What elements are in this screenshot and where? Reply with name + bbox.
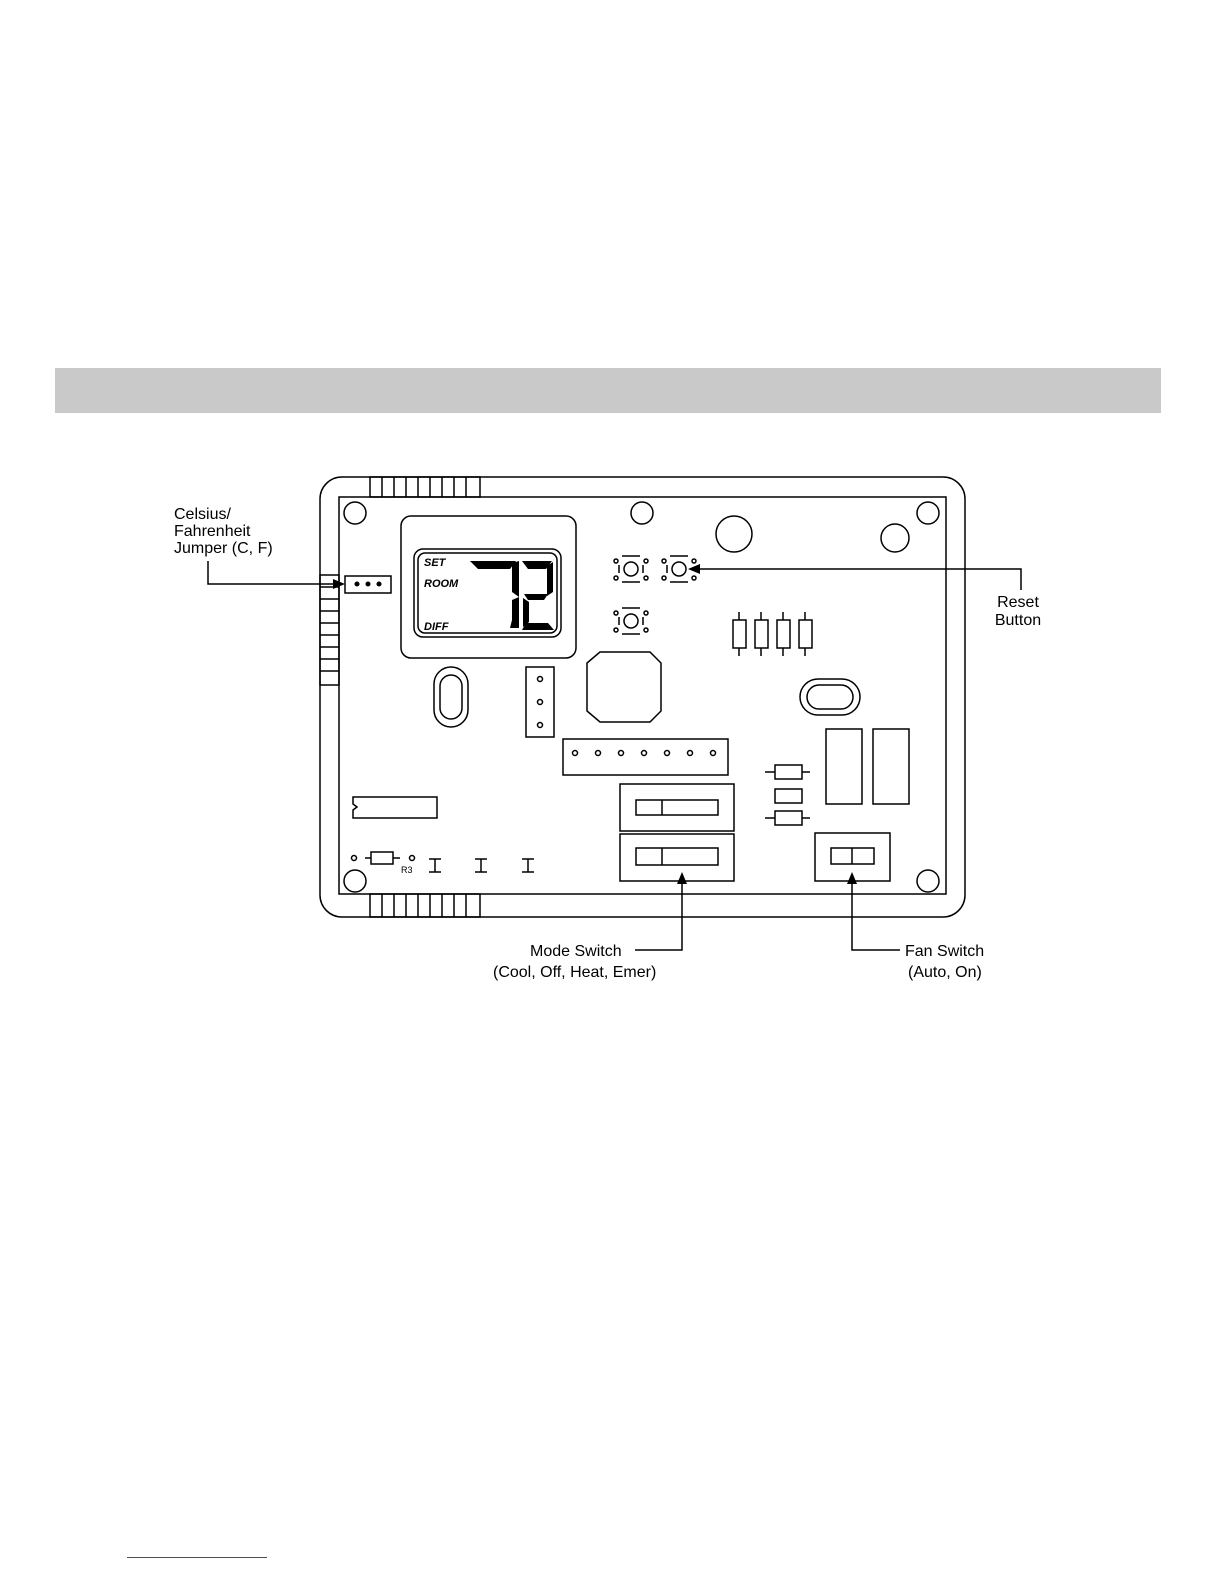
up-button[interactable] (614, 556, 648, 582)
oval-component-left (434, 667, 468, 727)
oval-component-right (800, 679, 860, 715)
mounting-hole-top-middle (631, 502, 653, 524)
reset-callout: Reset Button (995, 594, 1041, 629)
relay-left (826, 729, 862, 804)
mode-callout: Mode Switch (Cool, Off, Heat, Emer) (493, 943, 656, 981)
mounting-hole-bottom-right (917, 870, 939, 892)
terminal-header (563, 739, 728, 775)
fan-callout-line-2: (Auto, On) (908, 964, 982, 981)
footer-link-underline[interactable] (127, 1557, 267, 1558)
reset-leader-line (700, 569, 1021, 590)
mode-callout-line-1: Mode Switch (530, 943, 622, 960)
jumper-callout: Celsius/ Fahrenheit Jumper (C, F) (174, 506, 273, 557)
lcd-digits (470, 561, 554, 630)
fan-callout-line-1: Fan Switch (905, 943, 984, 960)
relay-right (873, 729, 909, 804)
mode-callout-line-2: (Cool, Off, Heat, Emer) (493, 964, 656, 981)
jumper-callout-line-3: Jumper (C, F) (174, 540, 273, 557)
mounting-hole-top-left (344, 502, 366, 524)
mounting-hole-large (716, 516, 752, 552)
microcontroller-chip (587, 652, 661, 722)
mounting-hole-top-right (917, 502, 939, 524)
jumper-callout-line-1: Celsius/ (174, 506, 231, 523)
down-button[interactable] (614, 608, 648, 634)
bottom-vent-fins (370, 894, 480, 917)
jumper-callout-line-2: Fahrenheit (174, 523, 251, 540)
lcd-set-label: SET (424, 557, 447, 569)
top-vent-fins (370, 477, 480, 497)
left-vent-fins (320, 575, 339, 685)
fan-leader-line (852, 882, 900, 950)
small-resistors (765, 765, 810, 825)
arrowheads (333, 564, 857, 884)
r3-resistor (352, 852, 415, 864)
lcd-diff-label: DIFF (424, 621, 449, 633)
reset-callout-line-2: Button (995, 612, 1041, 629)
jumper-leader-line (208, 561, 335, 584)
three-pin-header (526, 667, 554, 737)
board-outer-outline (320, 477, 965, 917)
mode-leader-line (635, 882, 682, 950)
capacitor-symbols (429, 859, 534, 872)
mounting-hole-right (881, 524, 909, 552)
mounting-hole-bottom-left (344, 870, 366, 892)
reset-callout-line-1: Reset (997, 594, 1039, 611)
r3-label: R3 (401, 865, 413, 875)
lcd-room-label: ROOM (424, 578, 459, 590)
fan-callout: Fan Switch (Auto, On) (905, 943, 984, 981)
resistor-bank (733, 612, 812, 656)
connector-strip (353, 797, 437, 818)
mode-switch[interactable] (620, 784, 734, 881)
